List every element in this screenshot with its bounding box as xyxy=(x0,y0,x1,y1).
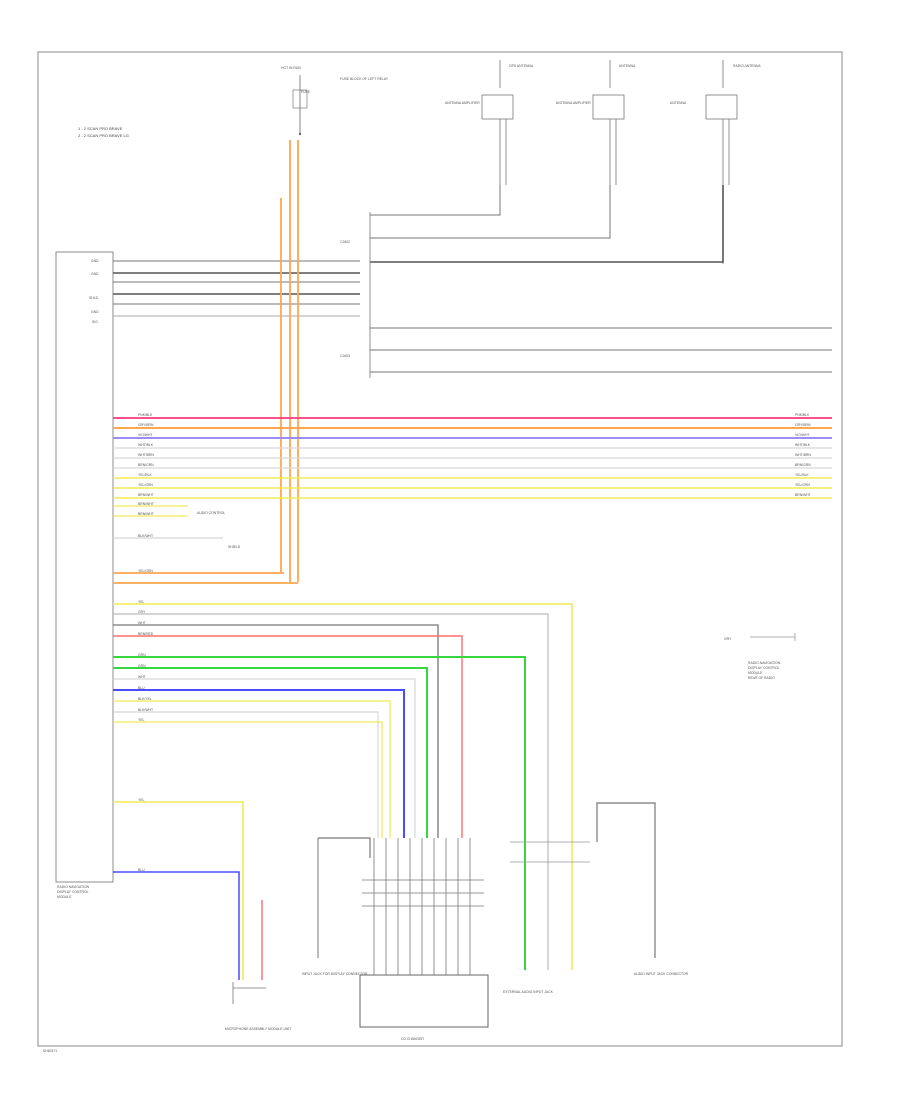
antenna-1-body-label: ANTENNA AMPLIFIER xyxy=(445,101,480,105)
bus-label-left-6: BRN/GRN xyxy=(138,463,154,467)
bus-label-left-2: GRY/BRN xyxy=(138,423,154,427)
audio-label-3: BLK/WHT xyxy=(138,534,153,538)
top-fuse-symbol xyxy=(292,75,308,136)
bus-label-left-5: WHT/BRN xyxy=(138,453,154,457)
left-pin-top-2: GND xyxy=(91,272,99,276)
small-audio-section: BRN/WHT BRN/WHT BLK/WHT YEL/GRN AUDIO CO… xyxy=(113,502,298,584)
lower-label-4: BRN/RED xyxy=(138,632,154,636)
splice-label-1: C2602 xyxy=(340,240,350,244)
side-note-line-2: DISPLAY CONTROL xyxy=(748,666,780,670)
audio-label-2: BRN/WHT xyxy=(138,512,154,516)
bus-label-left-7: YEL/BLK xyxy=(138,473,152,477)
lower-label-3: WHT xyxy=(138,621,146,625)
orange-vertical-wires xyxy=(280,140,299,582)
legend-line-2: 2 - 2 SCAN PRO BRAVE LG xyxy=(78,133,129,138)
antenna-2-body-label: ANTENNA AMPLIFIER xyxy=(556,101,591,105)
splice-label-2: C2603 xyxy=(340,354,350,358)
side-note-wire-label: GRY xyxy=(724,637,732,641)
right-wires-top xyxy=(370,327,832,373)
left-module-box xyxy=(55,251,114,883)
left-pin-top-5: SIG xyxy=(92,320,98,324)
top-fuse-label: HOT IN RUN xyxy=(281,66,301,70)
colored-bus xyxy=(113,417,832,499)
bus-label-right-9: BRN/WHT xyxy=(795,493,811,497)
antenna-1-wire xyxy=(370,185,501,216)
audio-input-label: EXTERNAL AUDIO INPUT JACK xyxy=(503,990,554,994)
microphone-label: INPUT JACK FOR DISPLAY CONNECTOR xyxy=(302,972,368,976)
lower-label-7: WHT xyxy=(138,675,146,679)
diagram-frame xyxy=(37,51,843,1047)
shield-note: SHIELD xyxy=(228,545,241,549)
antenna-3-wire xyxy=(370,185,724,263)
side-note-connector: GRY RADIO NAVIGATION DISPLAY CONTROL MOD… xyxy=(724,633,796,680)
left-bottom-connector-label: MICROPHONE ASSEMBLY MODULE UNIT xyxy=(225,1027,291,1031)
bus-label-right-4: WHT/BLK xyxy=(795,443,811,447)
left-pin-top-1: GND xyxy=(91,259,99,263)
bus-label-right-7: YEL/BLK xyxy=(795,473,809,477)
audio-input-connector: EXTERNAL AUDIO INPUT JACK xyxy=(503,841,590,994)
lower-label-5: GRN xyxy=(138,653,146,657)
bus-label-right-5: WHT/BRN xyxy=(795,453,811,457)
bus-label-left-1: PNK/BLK xyxy=(138,413,153,417)
top-fuse-side-label: FUSE BLOCK OF LEFT RELAY xyxy=(340,77,389,81)
left-pin-top-4: GND xyxy=(91,310,99,314)
bus-label-left-8: YEL/GRN xyxy=(138,483,153,487)
bus-label-right-1: PNK/BLK xyxy=(795,413,810,417)
bus-label-right-8: YEL/GRN xyxy=(795,483,810,487)
mid-note: AUDIO CONTROL xyxy=(197,511,225,515)
antenna-3-top-label: RADIO ANTENNA xyxy=(733,64,761,68)
bus-label-left-3: VIO/WHT xyxy=(138,433,153,437)
lower-label-6: GRN xyxy=(138,664,146,668)
bus-label-right-6: BRN/GRN xyxy=(795,463,811,467)
yel-label: YEL xyxy=(138,798,145,802)
side-note-line-1: RADIO NAVIGATION xyxy=(748,661,781,665)
bus-label-left-4: WHT/BLK xyxy=(138,443,154,447)
legend-line-1: 1 - 2 SCAN PRO BRAVE xyxy=(78,126,123,131)
lower-label-9: BLK/YEL xyxy=(138,697,152,701)
audio-label-1: BRN/WHT xyxy=(138,502,154,506)
lower-label-11: YEL xyxy=(138,718,145,722)
bus-label-right-3: VIO/WHT xyxy=(795,433,810,437)
antenna-1: GPS ANTENNA ANTENNA AMPLIFIER xyxy=(445,60,534,210)
top-fuse-text: FUSE xyxy=(301,90,311,94)
lower-label-8: BLU xyxy=(138,686,145,690)
lower-wire-bundle xyxy=(113,603,573,980)
diagram-id: SH62471 xyxy=(43,1049,57,1053)
top-left-wires xyxy=(113,260,360,317)
side-note-line-4: REAR OF RADIO xyxy=(748,676,775,680)
antenna-3: RADIO ANTENNA ANTENNA xyxy=(670,60,761,264)
antenna-2-wire xyxy=(370,185,611,239)
bus-label-left-9: BRN/WHT xyxy=(138,493,154,497)
left-module-label-1: RADIO NAVIGATION xyxy=(57,885,90,889)
lower-label-1: YEL xyxy=(138,600,145,604)
left-module-label-2: DISPLAY CONTROL xyxy=(57,890,89,894)
audio-label-4: YEL/GRN xyxy=(138,569,153,573)
antenna-3-body-label: ANTENNA xyxy=(670,101,687,105)
left-bottom-connector: MICROPHONE ASSEMBLY MODULE UNIT xyxy=(225,982,291,1031)
lower-label-2: GRY xyxy=(138,610,146,614)
microphone-connector: INPUT JACK FOR DISPLAY CONNECTOR xyxy=(302,837,371,976)
side-note-line-3: MODULE xyxy=(748,671,763,675)
antenna-2-top-label: ANTENNA xyxy=(619,64,636,68)
center-connector-label: CD CHANGER xyxy=(401,1037,424,1041)
lower-label-10: BLK/WHT xyxy=(138,708,153,712)
left-pin-top-3: SHLD xyxy=(89,296,99,300)
left-module-label-3: MODULE xyxy=(57,895,72,899)
antenna-2: ANTENNA ANTENNA AMPLIFIER xyxy=(556,60,636,238)
right-audio-connector: AUDIO INPUT JACK CONNECTOR xyxy=(596,802,689,976)
center-connector-stack: CD CHANGER xyxy=(359,838,489,1041)
antenna-1-top-label: GPS ANTENNA xyxy=(509,64,534,68)
right-audio-label: AUDIO INPUT JACK CONNECTOR xyxy=(634,972,689,976)
blu-label: BLU xyxy=(138,868,145,872)
bus-label-right-2: GRY/BRN xyxy=(795,423,811,427)
